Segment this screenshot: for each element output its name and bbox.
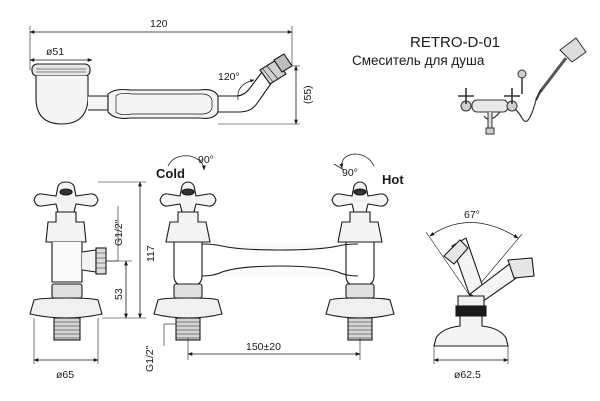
dim-angle-cold: 90° [198,154,214,166]
dim-height-inlet: 53 [113,288,125,300]
dim-diameter-top: ø51 [46,46,64,58]
label-cold: Cold [156,166,185,181]
dim-height-top: (55) [302,85,314,104]
product-description: Смеситель для душа [352,53,485,68]
dim-angle-hot: 90° [342,167,358,179]
front-view [153,153,395,360]
dim-base-left: ø65 [56,369,74,381]
dim-handle-angle: 67° [464,209,480,221]
top-side-view [29,26,300,125]
dim-thread-side: G1/2" [113,219,125,246]
dim-height-total: 117 [145,245,157,262]
dim-base-right: ø62.5 [454,369,481,381]
label-hot: Hot [382,172,404,187]
model-title: RETRO-D-01 [410,34,501,51]
side-view [29,181,146,364]
handle-angle-view [425,222,535,364]
dim-thread-bottom: G1/2" [144,345,156,372]
dim-width-top: 120 [150,18,168,30]
product-thumbnail [458,37,587,135]
dim-angle-top: 120° [218,71,240,83]
dim-center-distance: 150±20 [246,341,281,353]
